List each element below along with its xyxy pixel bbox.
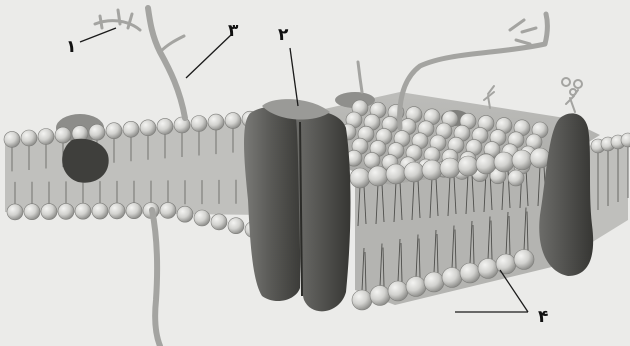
phospholipid-head — [368, 166, 388, 186]
phospholipid-head — [140, 120, 156, 136]
phospholipid-head — [41, 204, 57, 220]
phospholipid-head — [123, 121, 139, 137]
phospholipid-head — [460, 263, 480, 283]
phospholipid-head — [208, 114, 224, 130]
phospholipid-head — [211, 214, 227, 230]
phospholipid-head — [388, 281, 408, 301]
phospholipid-head — [228, 218, 244, 234]
phospholipid-head — [476, 154, 496, 174]
phospholipid-head — [512, 150, 532, 170]
phospholipid-head — [55, 127, 71, 143]
phospholipid-head — [508, 170, 524, 186]
phospholipid-head — [160, 202, 176, 218]
phospholipid-head — [424, 272, 444, 292]
phospholipid-head — [350, 168, 370, 188]
phospholipid-head — [406, 277, 426, 297]
phospholipid-head — [38, 129, 54, 145]
phospholipid-head — [514, 250, 534, 270]
callout-3: ۳ — [228, 21, 239, 41]
callout-4: ۴ — [538, 307, 548, 327]
phospholipid-head — [496, 254, 516, 274]
phospholipid-head — [225, 113, 241, 129]
phospholipid-head — [106, 123, 122, 139]
channel-protein — [244, 99, 351, 311]
phospholipid-head — [404, 162, 424, 182]
phospholipid-head — [21, 130, 37, 146]
phospholipid-head — [126, 203, 142, 219]
phospholipid-head — [478, 259, 498, 279]
phospholipid-head — [370, 286, 390, 306]
phospholipid-head — [92, 203, 108, 219]
phospholipid-head — [177, 206, 193, 222]
phospholipid-head — [386, 164, 406, 184]
phospholipid-head — [4, 131, 20, 147]
phospholipid-head — [24, 204, 40, 220]
phospholipid-head — [109, 203, 125, 219]
phospholipid-head — [7, 204, 23, 220]
phospholipid-head — [494, 152, 514, 172]
phospholipid-head — [440, 158, 460, 178]
phospholipid-head — [191, 116, 207, 132]
phospholipid-head — [352, 290, 372, 310]
phospholipid-head — [75, 203, 91, 219]
callout-1: ۱ — [66, 37, 76, 57]
phospholipid-head — [194, 210, 210, 226]
phospholipid-head — [89, 124, 105, 140]
phospholipid-head — [58, 203, 74, 219]
phospholipid-head — [157, 118, 173, 134]
callout-2: ۲ — [278, 25, 289, 45]
phospholipid-head — [442, 268, 462, 288]
phospholipid-head — [458, 156, 478, 176]
phospholipid-head — [422, 160, 442, 180]
